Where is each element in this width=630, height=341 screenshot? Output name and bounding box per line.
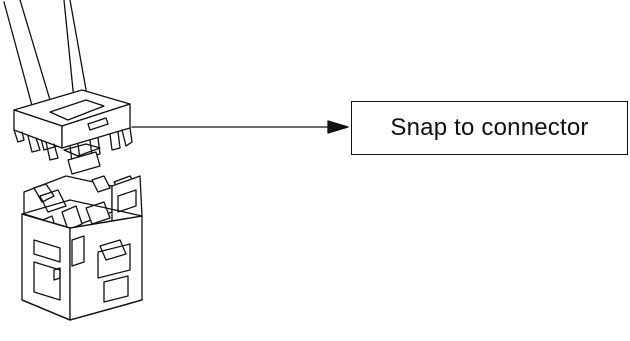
callout-box: Snap to connector	[351, 101, 628, 155]
connector-jack	[21, 175, 143, 321]
arrow-right-icon	[131, 120, 349, 134]
callout-label: Snap to connector	[390, 114, 589, 141]
connector-cap	[13, 89, 133, 175]
